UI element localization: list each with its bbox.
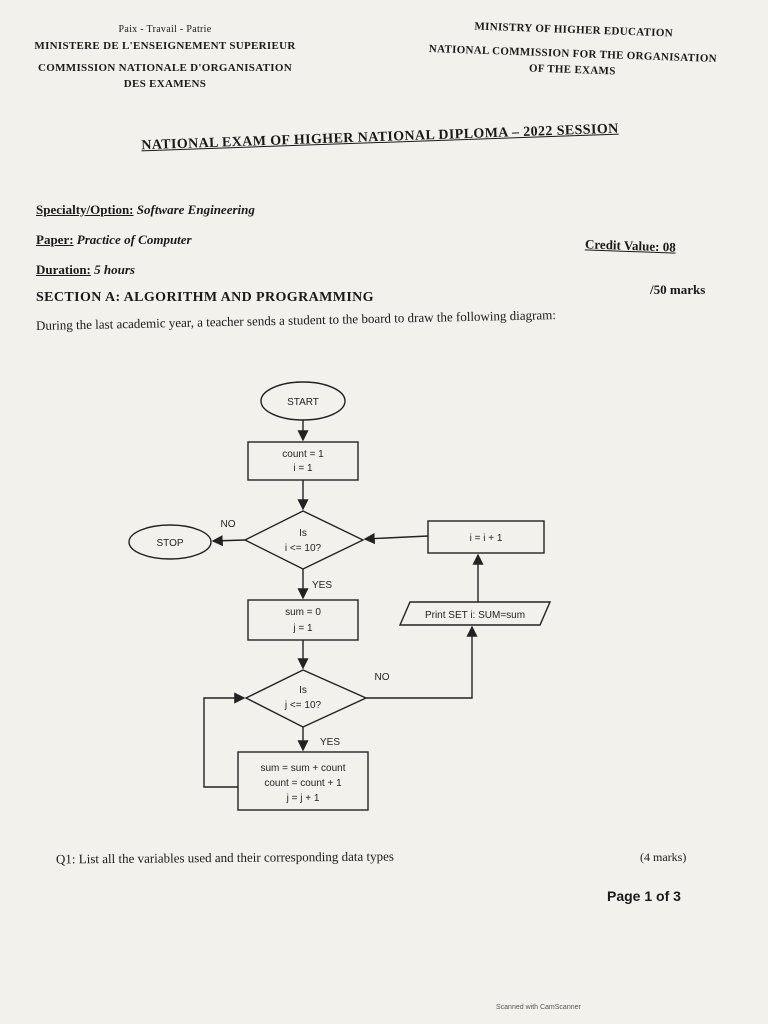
duration-label: Duration: xyxy=(36,262,91,277)
inner-init-box xyxy=(247,599,359,641)
header-left: Paix - Travail - Patrie MINISTERE DE L'E… xyxy=(0,22,330,92)
body-line3: j = j + 1 xyxy=(286,793,320,804)
start-label: START xyxy=(287,397,319,408)
stop-label: STOP xyxy=(156,538,183,549)
inner-init-line1: sum = 0 xyxy=(285,607,321,618)
increment-box xyxy=(427,520,545,554)
specialty-value: Software Engineering xyxy=(136,202,255,217)
cond2-line2: j <= 10? xyxy=(284,700,322,711)
ministry-fr: MINISTERE DE L'ENSEIGNEMENT SUPERIEUR xyxy=(34,40,296,52)
exam-title: NATIONAL EXAM OF HIGHER NATIONAL DIPLOMA… xyxy=(141,121,619,154)
decision-i xyxy=(243,510,365,570)
page-number: Page 1 of 3 xyxy=(607,888,681,904)
no-label-2: NO xyxy=(375,672,390,683)
stop-terminal xyxy=(128,524,212,560)
credit-value: Credit Value: 08 xyxy=(584,236,677,255)
loop-body-box xyxy=(237,751,369,811)
cond1-line1: Is xyxy=(299,528,307,539)
paper-value: Practice of Computer xyxy=(76,232,192,247)
increment-label: i = i + 1 xyxy=(470,533,503,544)
motto: Paix - Travail - Patrie xyxy=(118,24,212,35)
paper-label: Paper: xyxy=(36,232,74,247)
scanner-watermark: Scanned with CamScanner xyxy=(496,1004,581,1011)
inner-init-line2: j = 1 xyxy=(292,623,313,634)
duration-row: Duration: 5 hours xyxy=(36,262,135,278)
yes-label-1: YES xyxy=(312,580,332,591)
cond2-line1: Is xyxy=(299,685,307,696)
question-1-marks: (4 marks) xyxy=(640,850,687,864)
no-label-1: NO xyxy=(221,519,236,530)
init-line1: count = 1 xyxy=(282,449,324,460)
duration-value: 5 hours xyxy=(94,262,135,277)
init-box xyxy=(247,441,359,481)
print-label: Print SET i: SUM=sum xyxy=(425,610,525,621)
specialty-label: Specialty/Option: xyxy=(36,202,134,217)
header-right: MINISTRY OF HIGHER EDUCATION NATIONAL CO… xyxy=(397,16,749,84)
question-1: Q1: List all the variables used and thei… xyxy=(55,848,394,867)
decision-j xyxy=(244,669,368,728)
body-line1: sum = sum + count xyxy=(260,763,345,774)
total-marks: /50 marks xyxy=(650,282,706,297)
commission-fr-line1: COMMISSION NATIONALE D'ORGANISATION xyxy=(38,62,292,74)
specialty-row: Specialty/Option: Software Engineering xyxy=(36,202,255,218)
intro-text: During the last academic year, a teacher… xyxy=(35,307,557,333)
ministry-en: MINISTRY OF HIGHER EDUCATION xyxy=(474,20,674,40)
print-box xyxy=(398,601,552,626)
cond1-line2: i <= 10? xyxy=(285,543,322,554)
init-line2: i = 1 xyxy=(293,463,313,474)
commission-fr-line2: DES EXAMENS xyxy=(123,78,207,90)
section-title: SECTION A: ALGORITHM AND PROGRAMMING xyxy=(36,290,374,305)
flowchart: START count = 1 i = 1 Is i <= 10? NO STO… xyxy=(128,381,552,811)
yes-label-2: YES xyxy=(320,737,340,748)
paper-row: Paper: Practice of Computer xyxy=(36,232,192,248)
body-line2: count = count + 1 xyxy=(264,778,342,789)
